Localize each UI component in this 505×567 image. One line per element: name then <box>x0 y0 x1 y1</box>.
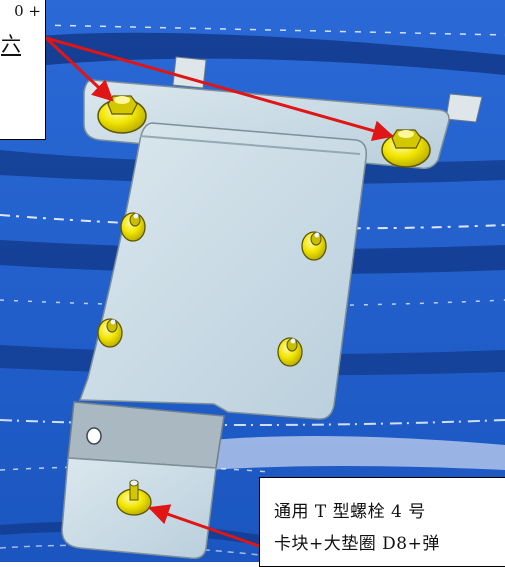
callout-top-line2: 六 <box>1 32 21 56</box>
arrow-to-t-bolt <box>148 504 263 549</box>
callout-top-line1: 0 + <box>14 2 41 20</box>
callout-label-top: 0 + 六 <box>0 0 46 140</box>
arrow-to-right-bolt <box>45 36 395 141</box>
small-bolt-upper-left <box>120 212 146 242</box>
rail-clip-right <box>445 93 483 123</box>
small-bolt-lower-left <box>97 318 123 348</box>
mounting-hole <box>86 427 102 445</box>
callout-bottom-line1: 通用 T 型螺栓 4 号 <box>274 502 426 522</box>
large-bolt-right <box>381 129 431 168</box>
callout-bottom-line2: 卡块+大垫圈 D8+弹 <box>274 534 440 554</box>
callout-label-bottom: 通用 T 型螺栓 4 号 卡块+大垫圈 D8+弹 <box>259 477 505 567</box>
small-bolt-lower-right <box>277 337 303 367</box>
plate-bend-line <box>139 135 361 155</box>
arrow-to-left-bolt <box>44 36 114 102</box>
small-bolt-upper-right <box>301 231 327 261</box>
t-bolt-foot <box>116 479 152 516</box>
